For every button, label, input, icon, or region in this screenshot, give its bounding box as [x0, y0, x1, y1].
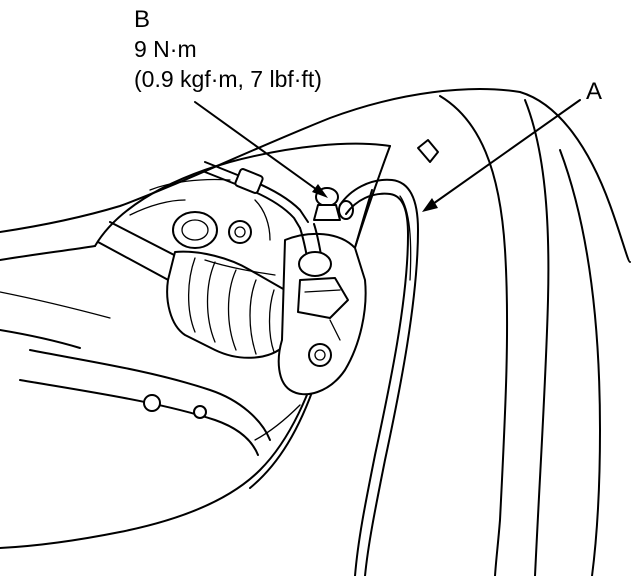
- leader-line-a: [429, 99, 581, 207]
- leader-lines: [194, 99, 581, 212]
- bleeder-cap: [417, 139, 439, 163]
- callout-b: B 9 N·m (0.9 kgf·m, 7 lbf·ft): [134, 6, 322, 92]
- callout-b-torque-alt: (0.9 kgf·m, 7 lbf·ft): [134, 66, 322, 92]
- callout-b-torque: 9 N·m: [134, 36, 197, 62]
- callout-a-letter: A: [586, 78, 602, 105]
- fender-shell: [0, 88, 631, 576]
- brake-hose-a: [339, 178, 419, 576]
- lower-arm: [0, 291, 271, 456]
- callout-b-letter: B: [134, 6, 150, 33]
- callout-a: A: [586, 78, 602, 105]
- drive-shaft: [97, 221, 294, 359]
- arrowhead-a: [422, 198, 438, 212]
- rigid-brake-line: [204, 161, 349, 341]
- leader-line-b: [194, 101, 321, 193]
- arrowhead-b: [312, 184, 328, 198]
